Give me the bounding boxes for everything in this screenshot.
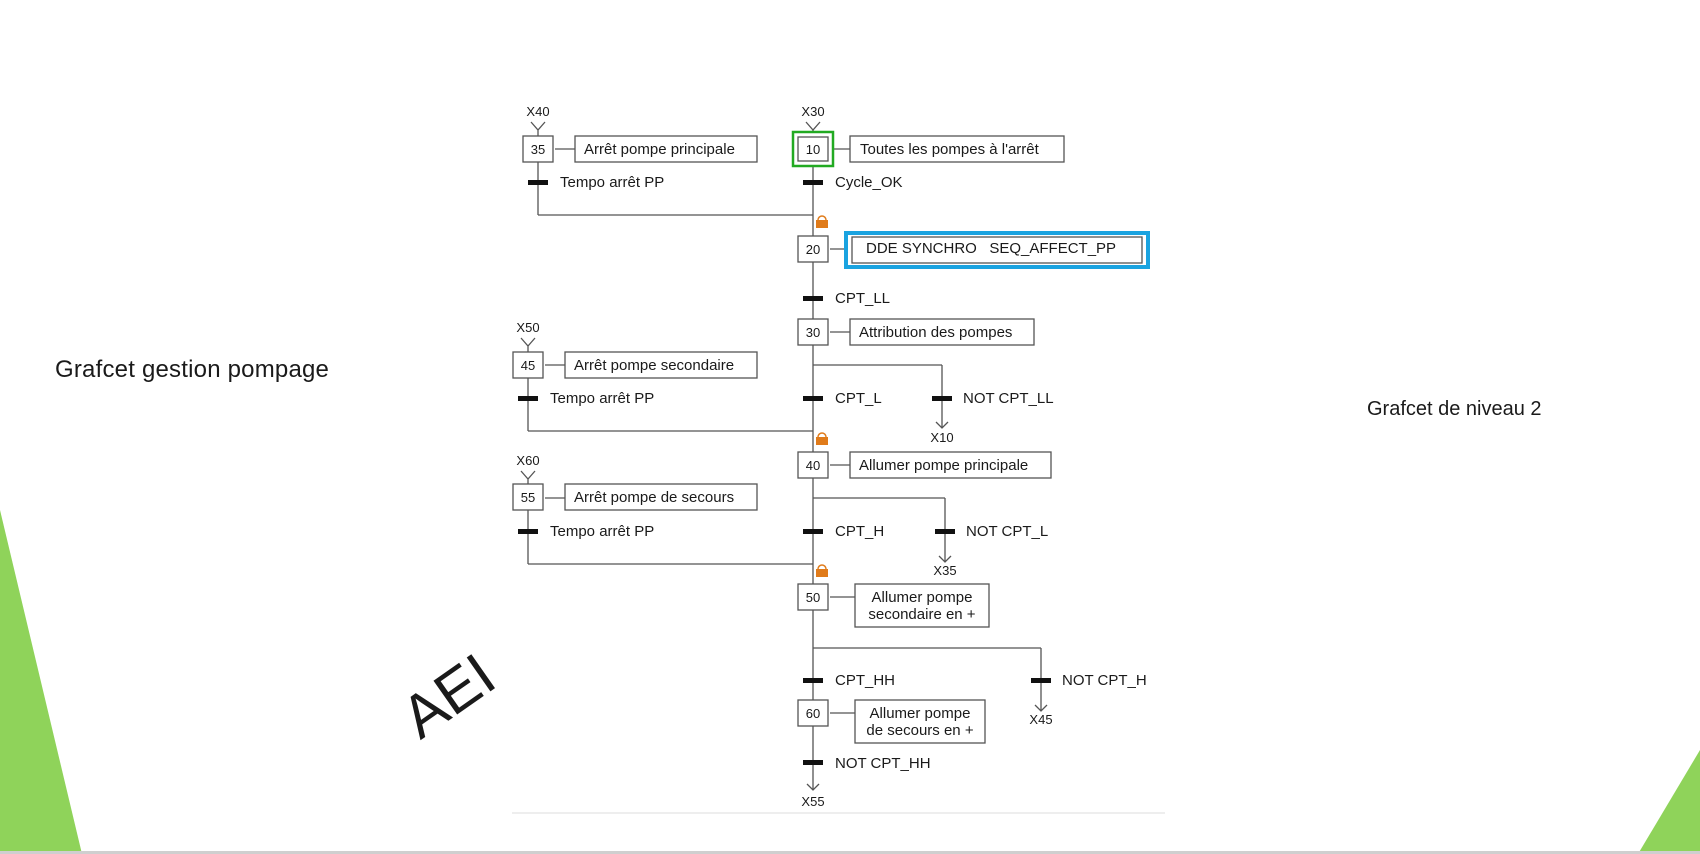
transition-bar xyxy=(518,396,538,401)
action-label: Allumer pompe xyxy=(870,705,971,722)
step-30-box xyxy=(797,318,829,346)
jump-label: X55 xyxy=(801,794,824,809)
step-45-box xyxy=(512,351,544,379)
action-label: DDE SYNCHRO SEQ_AFFECT_PP xyxy=(866,240,1116,257)
step-number: 45 xyxy=(521,358,535,373)
step-20-box xyxy=(797,235,829,263)
action-label: Arrêt pompe de secours xyxy=(574,489,734,506)
transition-label: Tempo arrêt PP xyxy=(550,523,654,540)
action-label: de secours en + xyxy=(866,722,973,739)
transition-bar xyxy=(1031,678,1051,683)
step-number: 20 xyxy=(806,242,820,257)
action-35-box xyxy=(574,135,758,163)
transition-bar xyxy=(932,396,952,401)
action-40-box xyxy=(849,451,1052,479)
step-ref-label: X40 xyxy=(526,104,549,119)
lock-icon xyxy=(816,569,828,577)
jump-label: X10 xyxy=(930,430,953,445)
action-label: secondaire en + xyxy=(868,606,975,623)
transition-label: Tempo arrêt PP xyxy=(560,174,664,191)
step-55-box xyxy=(512,483,544,511)
transition-label: NOT CPT_HH xyxy=(835,755,931,772)
transition-bar xyxy=(935,529,955,534)
step-number: 60 xyxy=(806,706,820,721)
step-10-box xyxy=(797,136,829,162)
action-60-box xyxy=(854,699,986,744)
action-45-box xyxy=(564,351,758,379)
step-60-box xyxy=(797,699,829,727)
right-green-triangle xyxy=(1638,750,1700,854)
transition-label: Cycle_OK xyxy=(835,174,903,191)
step-number: 30 xyxy=(806,325,820,340)
action-20-box xyxy=(851,236,1143,264)
action-55-box xyxy=(564,483,758,511)
lock-icon xyxy=(816,220,828,228)
jump-label: X35 xyxy=(933,563,956,578)
transition-label: CPT_H xyxy=(835,523,884,540)
transition-label: CPT_L xyxy=(835,390,882,407)
transition-bar xyxy=(528,180,548,185)
action-label: Arrêt pompe principale xyxy=(584,141,735,158)
action-label: Allumer pompe principale xyxy=(859,457,1028,474)
slide-title-left: Grafcet gestion pompage xyxy=(55,356,330,383)
transition-label: CPT_HH xyxy=(835,672,895,689)
step-ref-label: X50 xyxy=(516,320,539,335)
transition-bar xyxy=(803,760,823,765)
action-label: Allumer pompe xyxy=(872,589,973,606)
step-35-box xyxy=(522,135,554,163)
jump-label: X45 xyxy=(1029,712,1052,727)
action-50-box xyxy=(854,583,990,628)
step-ref-label: X60 xyxy=(516,453,539,468)
sync-lock-icons xyxy=(816,215,828,577)
transition-bar xyxy=(803,396,823,401)
transition-bar xyxy=(518,529,538,534)
transition-label: NOT CPT_L xyxy=(966,523,1048,540)
transition-label: Tempo arrêt PP xyxy=(550,390,654,407)
step-ref-label: X30 xyxy=(801,104,824,119)
transition-label: NOT CPT_LL xyxy=(963,390,1054,407)
left-green-triangle xyxy=(0,510,82,854)
action-30-box xyxy=(849,318,1035,346)
watermark: AEI xyxy=(389,641,507,751)
transition-bar xyxy=(803,678,823,683)
transition-label: CPT_LL xyxy=(835,290,890,307)
transition-bar xyxy=(803,180,823,185)
action-10-box xyxy=(849,135,1065,163)
lock-icon xyxy=(816,437,828,445)
transition-bar xyxy=(803,529,823,534)
step-40-box xyxy=(797,451,829,479)
step-50-box xyxy=(797,583,829,611)
transition-bar xyxy=(803,296,823,301)
action-label: Attribution des pompes xyxy=(859,324,1012,341)
step-number: 35 xyxy=(531,142,545,157)
step-number: 40 xyxy=(806,458,820,473)
transition-label: NOT CPT_H xyxy=(1062,672,1147,689)
action-label: Arrêt pompe secondaire xyxy=(574,357,734,374)
step-number: 10 xyxy=(806,142,820,157)
step-number: 50 xyxy=(806,590,820,605)
step-number: 55 xyxy=(521,490,535,505)
slide-title-right: Grafcet de niveau 2 xyxy=(1367,398,1542,420)
action-label: Toutes les pompes à l'arrêt xyxy=(860,141,1040,158)
slide-bottom-border xyxy=(0,851,1700,854)
